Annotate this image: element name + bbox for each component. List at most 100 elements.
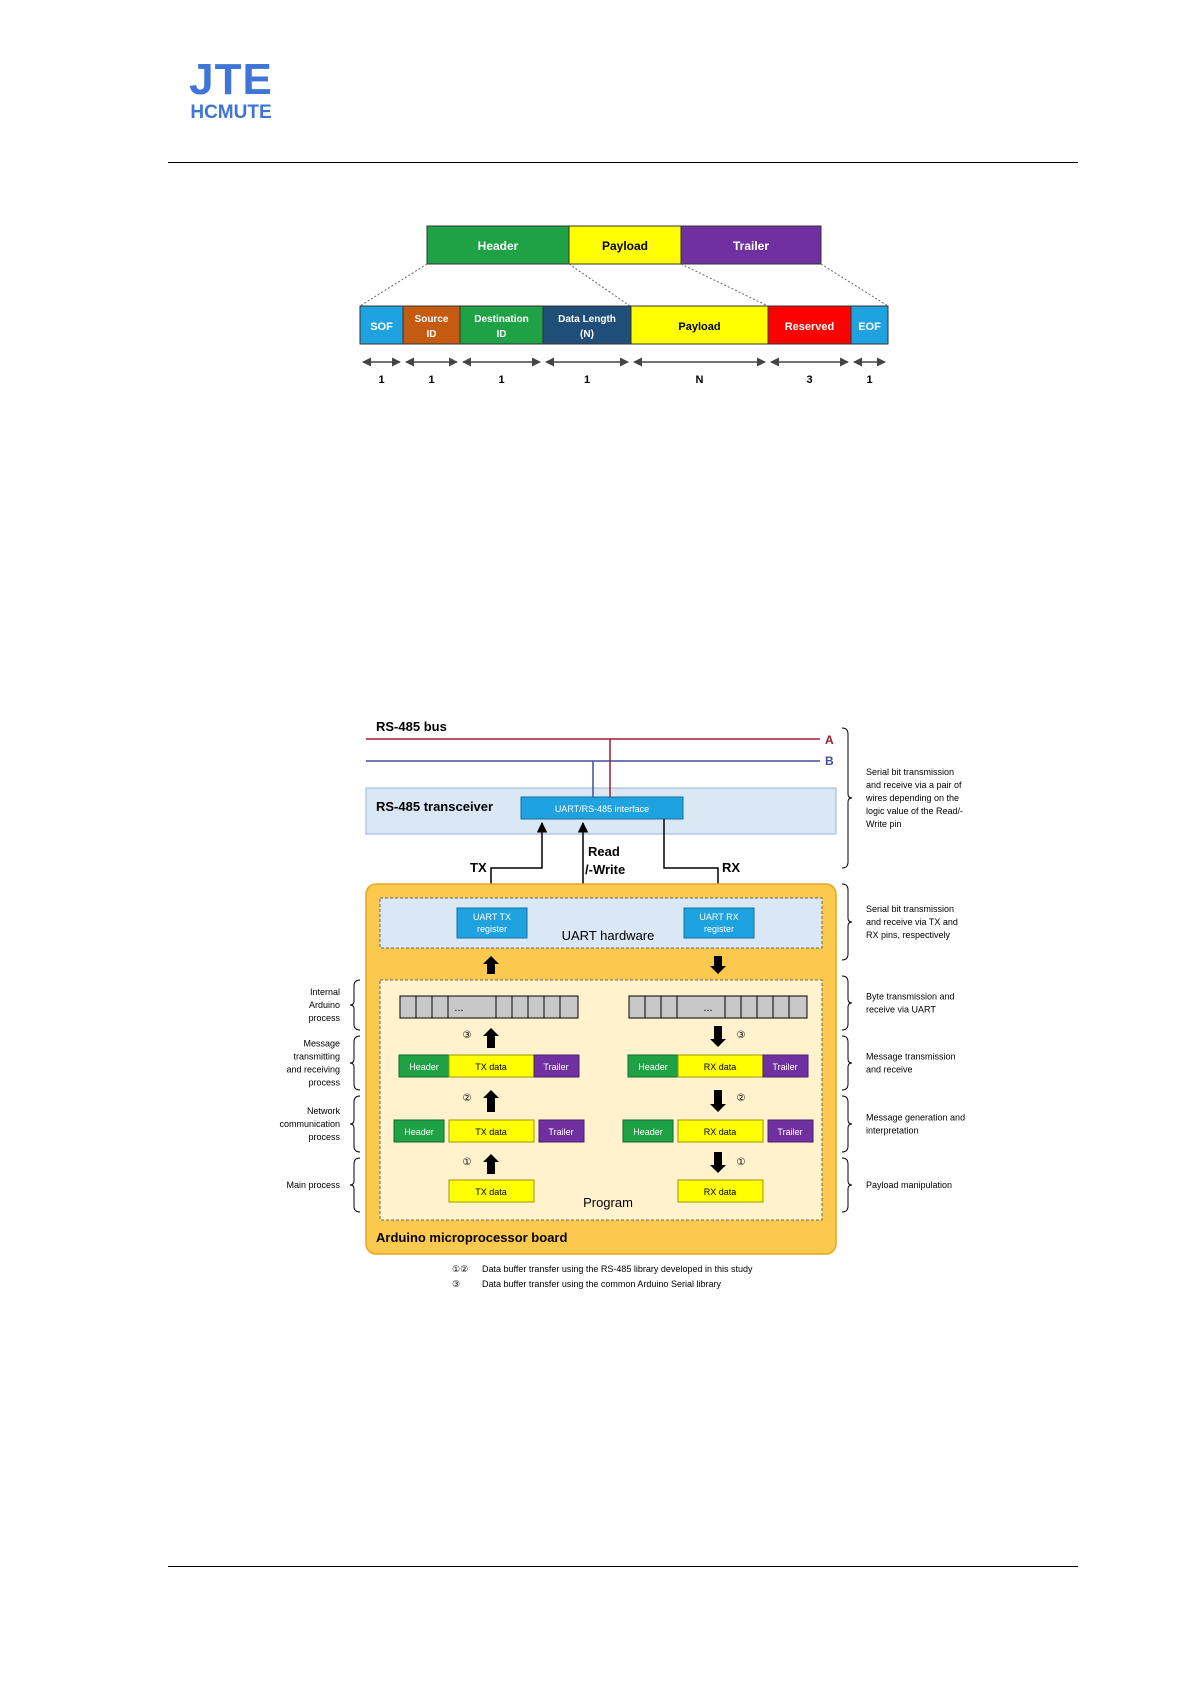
projection-line: [680, 263, 769, 307]
top-header-box: [426, 225, 570, 265]
rx-msg-header-label: Header: [638, 1062, 668, 1072]
left-labels: InternalArduinoprocessMessagetransmittin…: [279, 979, 361, 1213]
rx-net-trailer: [767, 1119, 814, 1143]
flow-arrow: [483, 1090, 499, 1112]
flow-arrow: [710, 1090, 726, 1112]
bus-label-a: A: [825, 733, 834, 747]
journal-logo: JTE HCMUTE: [176, 58, 286, 124]
field-label: ID: [427, 329, 437, 340]
field-label: Destination: [474, 314, 528, 325]
top-header-label: Header: [478, 239, 519, 253]
tx-net-data: [448, 1119, 535, 1143]
legend-mark-2: ③: [452, 1279, 460, 1289]
left-label-line: Message: [303, 1039, 340, 1049]
uart-tx-register: [456, 907, 528, 939]
field-size: 1: [866, 374, 872, 386]
field-label: Source: [415, 314, 449, 325]
field-box: [767, 305, 852, 345]
program-label: Program: [583, 1195, 633, 1210]
top-payload-box: [568, 225, 682, 265]
rx-marker-1: ①: [737, 1157, 746, 1168]
architecture-diagram: RS-485 bus A B RS-485 transceiver UART/R…: [279, 719, 965, 1289]
field-label: Reserved: [785, 321, 835, 333]
header-rule: [168, 162, 1078, 163]
field-box: [402, 305, 461, 345]
left-label-line: Main process: [286, 1180, 340, 1190]
rw-label-2: /-Write: [585, 862, 625, 877]
right-label-line: and receive via a pair of: [866, 780, 962, 790]
flow-arrow: [483, 1154, 499, 1174]
projection-line: [820, 263, 889, 307]
legend-mark-1: ①②: [452, 1264, 468, 1274]
rx-main-data: [677, 1179, 764, 1203]
uart-tx-label-1: UART TX: [473, 912, 511, 922]
rw-label-1: Read: [588, 844, 620, 859]
rx-msg-data-label: RX data: [704, 1062, 737, 1072]
tx-msg-data-label: TX data: [475, 1062, 507, 1072]
left-label-line: communication: [279, 1119, 340, 1129]
left-label-line: Network: [307, 1106, 341, 1116]
right-label-line: Payload manipulation: [866, 1180, 952, 1190]
field-label: EOF: [858, 321, 881, 333]
right-label-line: Serial bit transmission: [866, 904, 954, 914]
field-box: [542, 305, 632, 345]
interface-box: [520, 796, 684, 820]
left-brace: [349, 979, 361, 1031]
field-size: 1: [498, 374, 504, 386]
right-brace: [841, 727, 853, 869]
legend-text-1: Data buffer transfer using the RS-485 li…: [482, 1264, 753, 1274]
board-label: Arduino microprocessor board: [376, 1230, 567, 1245]
rx-label: RX: [722, 860, 740, 875]
tx-msg-trailer: [533, 1054, 580, 1078]
field-label: Data Length: [558, 314, 616, 325]
rx-net-header: [622, 1119, 674, 1143]
logo-line2: HCMUTE: [190, 102, 272, 123]
field-label: ID: [497, 329, 507, 340]
interface-label: UART/RS-485 interface: [555, 804, 649, 814]
right-brace: [841, 1157, 853, 1213]
field-label: Payload: [678, 321, 720, 333]
right-label-line: and receive: [866, 1065, 913, 1075]
tx-main-data: [448, 1179, 535, 1203]
uart-tx-label-2: register: [477, 924, 507, 934]
tx-marker-3: ③: [463, 1030, 472, 1041]
field-box: [459, 305, 544, 345]
rx-buffer-dots: ...: [703, 1002, 712, 1014]
right-brace: [841, 1095, 853, 1153]
byte-buffer: [399, 995, 579, 1019]
rx-msg-trailer: [762, 1054, 809, 1078]
rx-main-data-label: RX data: [704, 1187, 737, 1197]
tx-msg-header-label: Header: [409, 1062, 439, 1072]
byte-buffers: [399, 995, 808, 1019]
left-label-line: Internal: [310, 987, 340, 997]
uart-rx-label-2: register: [704, 924, 734, 934]
tx-net-header: [393, 1119, 445, 1143]
tx-net-header-label: Header: [404, 1127, 434, 1137]
uart-hardware-label: UART hardware: [562, 928, 655, 943]
field-size: 1: [584, 374, 590, 386]
right-label-line: Serial bit transmission: [866, 767, 954, 777]
flow-arrows: [483, 956, 726, 1174]
tx-msg-trailer-label: Trailer: [543, 1062, 568, 1072]
top-payload-label: Payload: [602, 239, 648, 253]
right-brace: [841, 975, 853, 1031]
right-label-line: and receive via TX and: [866, 917, 958, 927]
right-label-line: Write pin: [866, 819, 901, 829]
rx-net-trailer-label: Trailer: [777, 1127, 802, 1137]
top-trailer-label: Trailer: [733, 239, 769, 253]
tx-net-data-label: TX data: [475, 1127, 507, 1137]
left-brace: [349, 1157, 361, 1213]
right-brace: [841, 1035, 853, 1091]
footer-rule: [168, 1566, 1078, 1567]
right-label-line: logic value of the Read/-: [866, 806, 963, 816]
rx-msg-trailer-label: Trailer: [772, 1062, 797, 1072]
field-size: N: [696, 374, 704, 386]
bus-title: RS-485 bus: [376, 719, 447, 734]
right-label-line: interpretation: [866, 1126, 919, 1136]
flow-arrow: [483, 956, 499, 974]
legend-text-2: Data buffer transfer using the common Ar…: [482, 1279, 721, 1289]
projection-line: [359, 263, 428, 307]
field-size: 1: [428, 374, 434, 386]
byte-buffer: [628, 995, 808, 1019]
